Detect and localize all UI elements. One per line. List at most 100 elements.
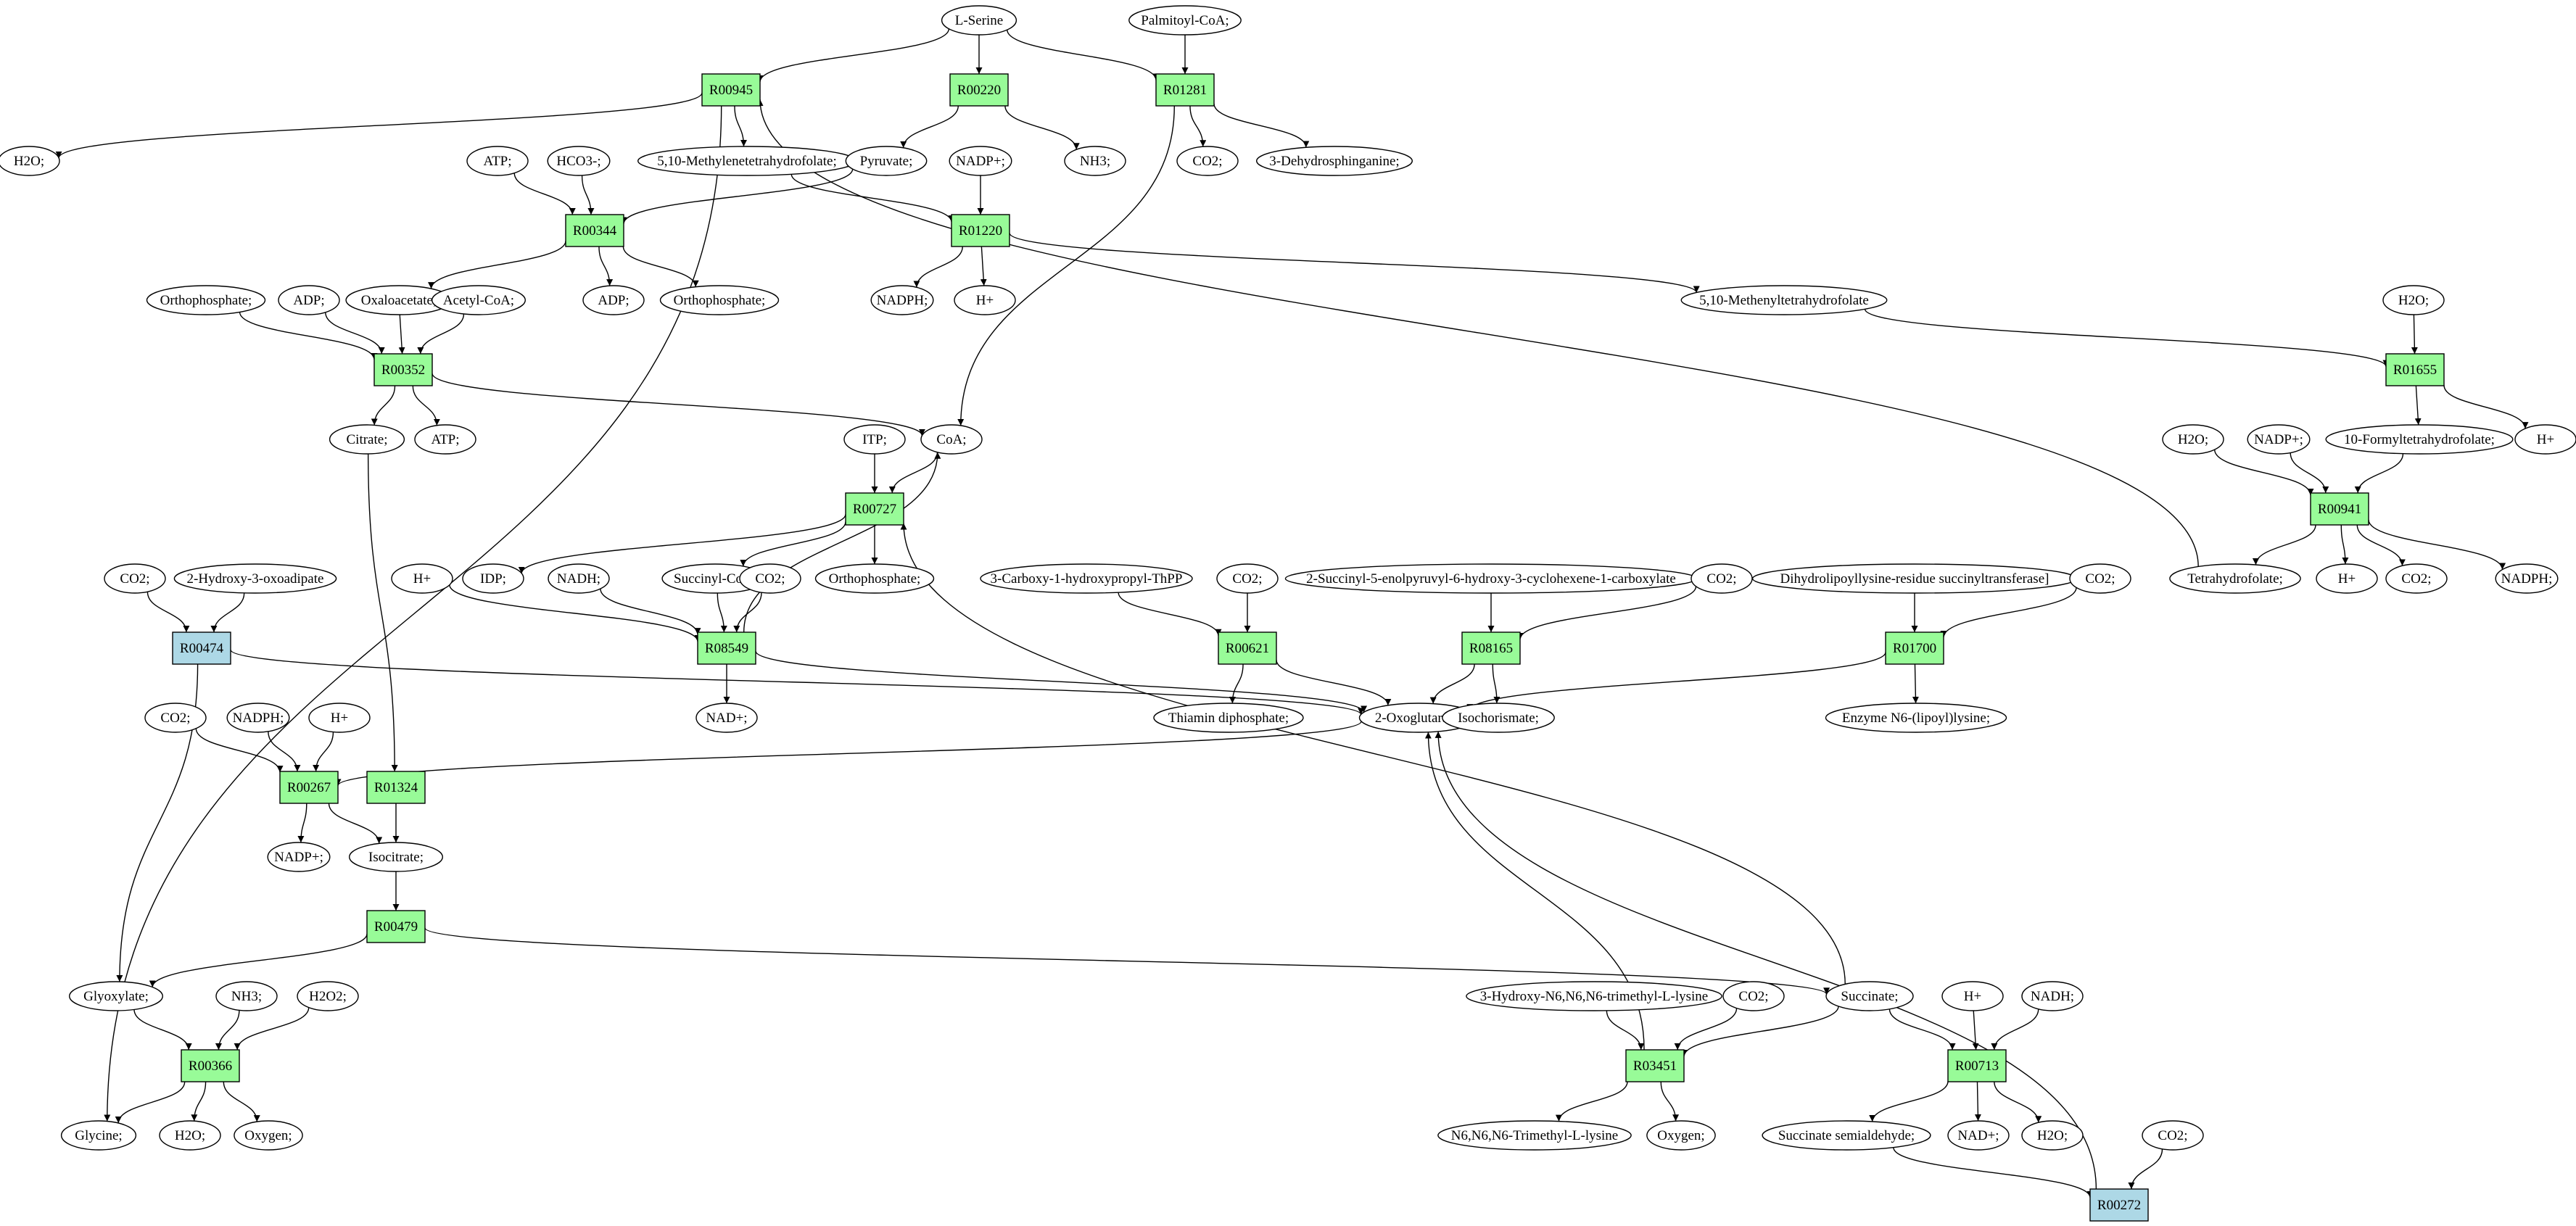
- node-label: CoA;: [936, 432, 966, 447]
- edge-hydroxyoxo-to-r00474: [210, 592, 245, 633]
- node-r00352: R00352: [373, 353, 433, 386]
- edge-r00267-to-isocitrate: [328, 803, 383, 844]
- metabolite-ellipse: [980, 563, 1193, 594]
- node-r01281: R01281: [1155, 73, 1215, 107]
- reaction-box: [2385, 353, 2445, 386]
- edge-r00941-to-thf: [2252, 524, 2316, 566]
- node-label: HCO3-;: [556, 154, 600, 169]
- node-label: 3-Hydroxy-N6,N6,N6-trimethyl-L-lysine: [1480, 989, 1709, 1004]
- node-co2-5: CO2;: [1690, 563, 1753, 594]
- node-label: R00474: [180, 641, 224, 656]
- node-co2-8: CO2;: [144, 703, 207, 733]
- metabolite-ellipse: [2316, 563, 2378, 594]
- metabolite-ellipse: [267, 842, 331, 872]
- node-oxygen-2: Oxygen;: [1646, 1120, 1716, 1151]
- node-r00220: R00220: [949, 73, 1009, 107]
- node-label: NAD+;: [1957, 1128, 1999, 1143]
- metabolite-ellipse: [1722, 981, 1785, 1011]
- edge-r00941-to-nadph-2: [2368, 519, 2506, 570]
- metabolite-ellipse: [173, 563, 337, 594]
- node-oxygen-1: Oxygen;: [234, 1120, 303, 1151]
- node-label: 2-Hydroxy-3-oxoadipate: [187, 571, 324, 587]
- edge-r00366-to-glycine: [115, 1081, 186, 1124]
- edge-co2-2-to-r00474: [146, 592, 190, 633]
- node-r00713: R00713: [1947, 1049, 2007, 1082]
- reaction-box: [172, 631, 231, 665]
- edge-nadh-1-to-r08549: [600, 588, 701, 635]
- metabolite-ellipse: [1442, 703, 1555, 733]
- node-nadp-3: NADP+;: [267, 842, 331, 872]
- node-palmcoa: Palmitoyl-CoA;: [1128, 5, 1242, 36]
- metabolite-ellipse: [1825, 981, 1914, 1011]
- edge-hydroxytml-to-r03451: [1606, 1010, 1645, 1051]
- metabolite-ellipse: [695, 703, 758, 733]
- node-label: Thiamin diphosphate;: [1168, 711, 1289, 726]
- node-hplus-3: H+: [391, 563, 453, 594]
- node-label: 10-Formyltetrahydrofolate;: [2344, 432, 2495, 447]
- edge-r00267-to-nadp-3: [297, 803, 307, 843]
- node-label: R00713: [1955, 1059, 1999, 1074]
- edge-r00621-to-oxoglut: [1276, 660, 1392, 706]
- edge-nadh-2-to-r00713: [1991, 1008, 2039, 1051]
- node-label: CO2;: [1232, 571, 1262, 587]
- edge-r01220-to-nadph-1: [913, 246, 963, 288]
- edge-r01281-to-coa: [957, 105, 1175, 426]
- edge-formylthf-to-r00941: [2354, 453, 2404, 494]
- metabolite-ellipse: [920, 424, 983, 455]
- node-h2o-5: H2O;: [2021, 1120, 2084, 1151]
- edge-methenyl-to-r01655: [1864, 309, 2390, 367]
- node-carboxy: 3-Carboxy-1-hydroxypropyl-ThPP: [980, 563, 1193, 594]
- node-itp: ITP;: [843, 424, 906, 455]
- metabolite-ellipse: [845, 146, 928, 176]
- node-succinate: Succinate;: [1825, 981, 1914, 1011]
- metabolite-ellipse: [2162, 424, 2224, 455]
- node-label: R01281: [1163, 83, 1207, 98]
- edge-oxaloacetate-to-r00352: [398, 314, 405, 355]
- edge-h2o2-to-r00366: [234, 1007, 310, 1051]
- edge-r01655-to-formylthf: [2414, 385, 2422, 426]
- node-label: Succinyl-CoA;: [674, 571, 756, 587]
- reaction-box: [1947, 1049, 2007, 1082]
- metabolite-ellipse: [1128, 5, 1242, 36]
- node-label: Tetrahydrofolate;: [2187, 571, 2283, 587]
- node-citrate: Citrate;: [329, 424, 405, 455]
- edge-co2-5-to-r08165: [1516, 586, 1697, 640]
- node-ortho-3: Orthophosphate;: [814, 563, 935, 594]
- edge-layer: [55, 28, 2529, 1198]
- metabolite-ellipse: [462, 563, 524, 594]
- node-r00941: R00941: [2310, 492, 2369, 526]
- edge-r03451-to-trimethyl: [1556, 1081, 1628, 1122]
- node-glyoxylate: Glyoxylate;: [68, 981, 164, 1011]
- edge-thf-to-r00945: [756, 99, 2199, 567]
- node-label: NAD+;: [706, 711, 747, 726]
- reaction-box: [1155, 73, 1215, 107]
- node-label: NADPH;: [233, 711, 284, 726]
- metabolite-ellipse: [1466, 981, 1722, 1011]
- reaction-box: [1461, 631, 1521, 665]
- edge-r00941-to-hplus-4: [2340, 524, 2349, 565]
- metabolite-ellipse: [870, 285, 934, 315]
- node-label: 3-Carboxy-1-hydroxypropyl-ThPP: [991, 571, 1183, 587]
- metabolite-ellipse: [2069, 563, 2131, 594]
- metabolite-ellipse: [349, 842, 444, 872]
- edge-r00945-to-h2o-1: [55, 92, 703, 159]
- node-nadph-3: NADPH;: [226, 703, 290, 733]
- node-label: R00272: [2097, 1198, 2141, 1213]
- metabolite-ellipse: [1153, 703, 1304, 733]
- node-label: R01655: [2393, 363, 2437, 378]
- reaction-box: [701, 73, 761, 107]
- node-label: CO2;: [755, 571, 785, 587]
- node-label: R00344: [573, 223, 617, 239]
- node-label: 2-Succinyl-5-enolpyruvyl-6-hydroxy-3-cyc…: [1306, 571, 1676, 587]
- node-label: H+: [2537, 432, 2554, 447]
- node-thf: Tetrahydrofolate;: [2169, 563, 2301, 594]
- metabolite-ellipse: [2169, 563, 2301, 594]
- node-methenyl: 5,10-Methenyltetrahydrofolate: [1680, 285, 1888, 315]
- metabolite-ellipse: [1216, 563, 1279, 594]
- node-nadh-1: NADH;: [548, 563, 610, 594]
- edge-ortho-1-to-r00352: [239, 312, 378, 360]
- metabolite-ellipse: [1646, 1120, 1716, 1151]
- node-succinyl5: 2-Succinyl-5-enolpyruvyl-6-hydroxy-3-cyc…: [1284, 563, 1698, 594]
- node-label: ATP;: [431, 432, 459, 447]
- node-label: L-Serine: [955, 13, 1003, 28]
